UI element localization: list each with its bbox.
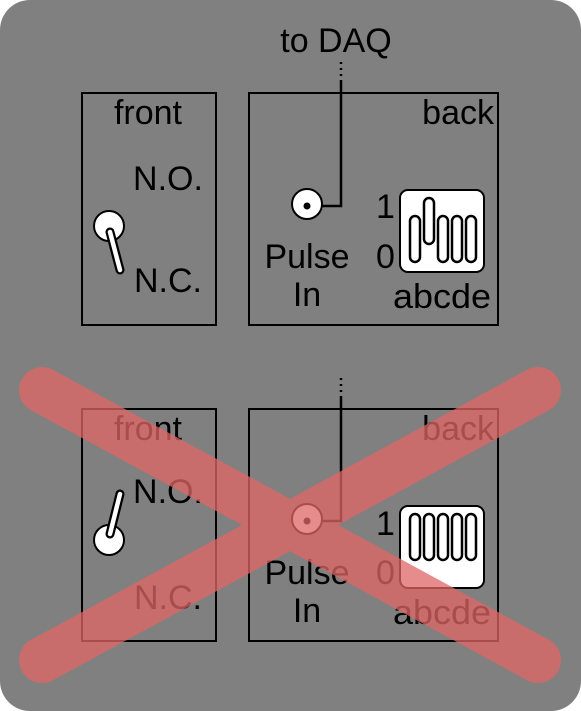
front-title: front [114,94,183,132]
cross-stroke-2 [19,367,561,683]
pulse-label-1: Pulse [264,238,349,276]
dip-levers [408,196,478,264]
cross-out-mark [19,367,561,683]
dip-letters: abcde [393,278,491,316]
back-title: back [422,94,495,132]
dip-on-label: 1 [376,505,395,543]
dip-on-label: 1 [376,188,395,226]
dip-lever-b [422,512,436,562]
dip-lever-c [436,512,450,562]
dip-lever-e [464,214,478,264]
dip-lever-e [464,512,478,562]
dip-off-label: 0 [376,238,395,276]
toggle-lever [107,491,123,537]
toggle-switch-icon [93,210,125,275]
dip-lever-d [450,512,464,562]
connector-pin [303,202,311,210]
dip-lever-d [450,214,464,264]
back-box [248,92,499,326]
dip-lever-b [422,196,436,246]
toggle-lever [107,229,123,273]
to-daq-label: to DAQ [280,22,391,60]
toggle-switch-icon [93,489,125,556]
pulse-in-connector-icon [291,188,323,220]
nc-label: N.C. [134,262,202,300]
dip-switch-icon [399,189,485,273]
panel-top: front N.O. N.C. back Pulse In 1 0 abcde [81,62,499,326]
front-box [81,408,217,642]
dip-lever-a [408,214,422,264]
no-label: N.O. [133,160,203,198]
pulse-label-2: In [293,276,321,314]
dip-lever-a [408,512,422,562]
dip-lever-c [436,214,450,264]
pulse-label-2: In [293,592,321,630]
dip-levers [408,512,478,562]
front-box [81,92,217,326]
